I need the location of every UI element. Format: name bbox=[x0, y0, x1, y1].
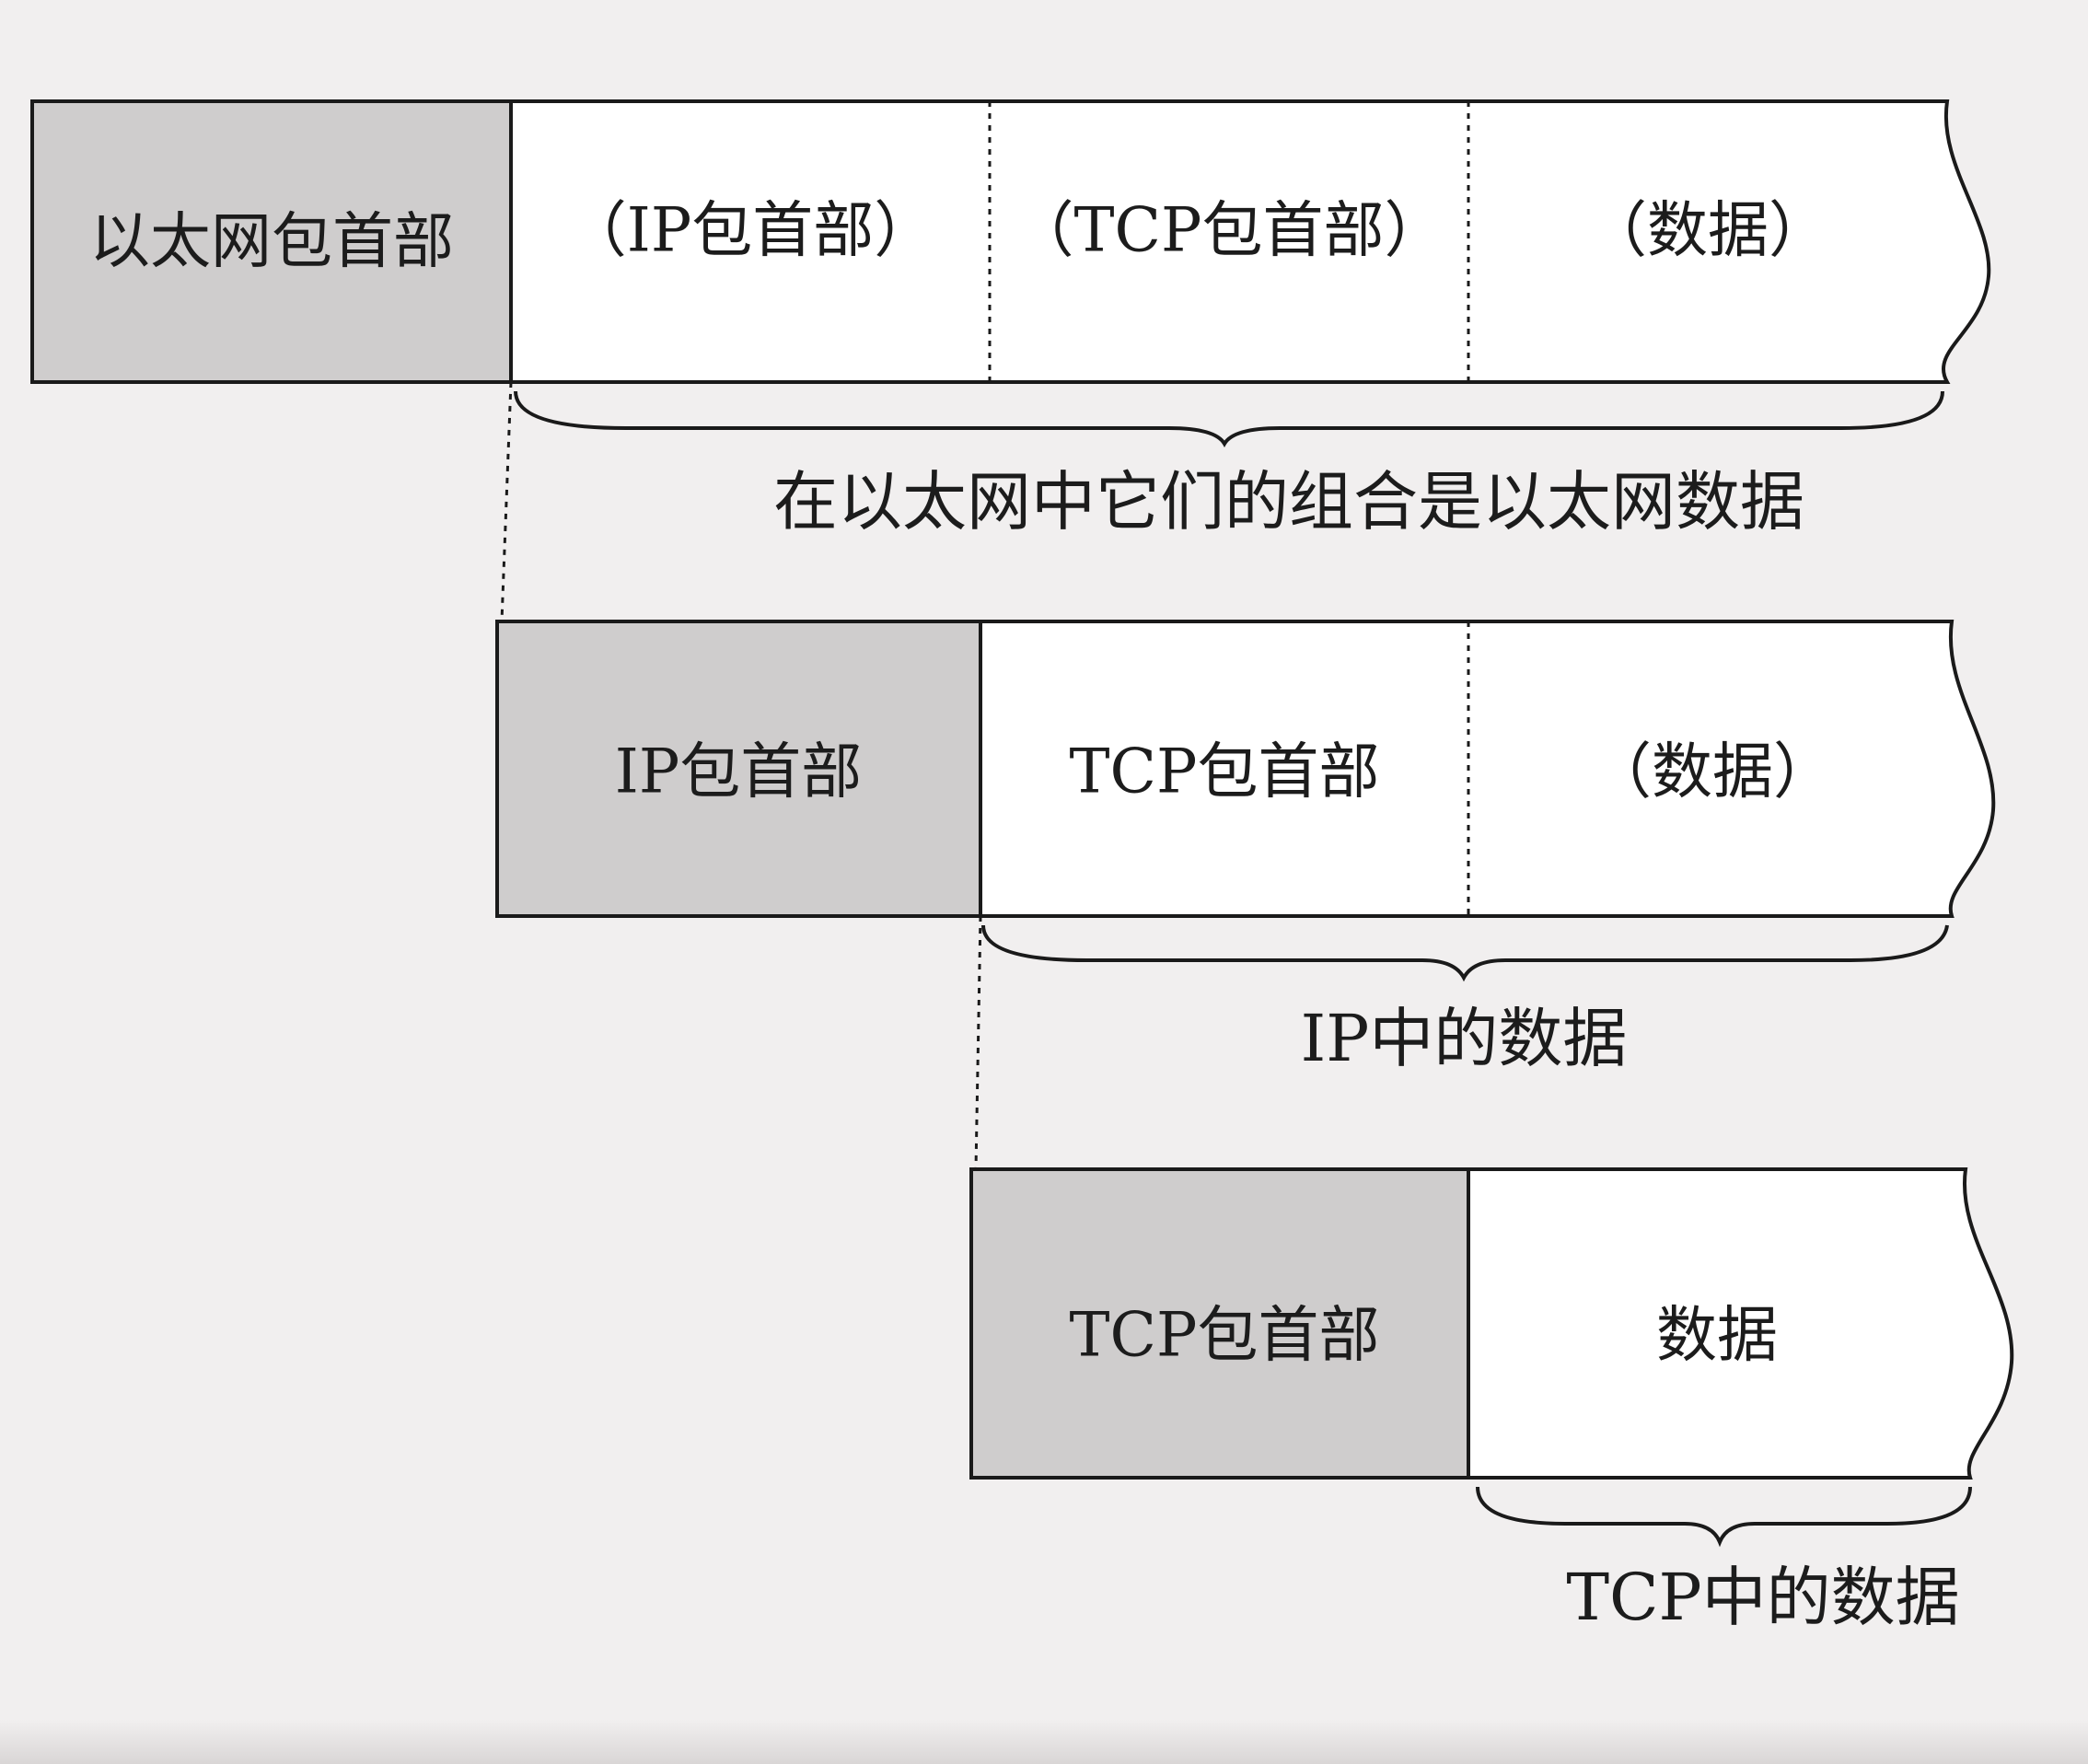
tcp-data-caption: TCP中的数据 bbox=[1566, 1560, 1959, 1635]
dashed-connector bbox=[974, 915, 982, 1170]
ip-header-cell bbox=[495, 620, 982, 918]
dashed-connector bbox=[500, 381, 513, 622]
ip-data-brace bbox=[981, 924, 1949, 982]
tcp-header-label: TCP包首部 bbox=[1070, 737, 1380, 807]
ethernet-frame-row: 以太网包首部 （IP包首部） （TCP包首部） （数据） 在以太网中它们的组合是… bbox=[30, 99, 1991, 540]
data-bracketed-label: （数据） bbox=[1591, 737, 1834, 807]
page-edge-shadow bbox=[0, 1720, 2088, 1764]
ethernet-data-caption: 在以太网中它们的组合是以太网数据 bbox=[773, 464, 1804, 540]
tcp-header-cell bbox=[969, 1167, 1470, 1480]
tcp-payload-box bbox=[1467, 1167, 2014, 1480]
tcp-header-label: TCP包首部 bbox=[1070, 1300, 1380, 1371]
ethernet-payload-box bbox=[509, 99, 1991, 384]
tcp-header-bracketed-label: （TCP包首部） bbox=[1014, 195, 1445, 266]
ip-header-bracketed-label: （IP包首部） bbox=[566, 195, 934, 266]
ip-payload-box bbox=[979, 620, 1996, 918]
ethernet-header-cell bbox=[30, 99, 513, 384]
ethernet-header-label: 以太网包首部 bbox=[89, 206, 454, 277]
data-bracketed-label: （数据） bbox=[1586, 195, 1829, 266]
ip-data-caption: IP中的数据 bbox=[1301, 1001, 1628, 1076]
tcp-segment-row: TCP包首部 数据 TCP中的数据 bbox=[969, 1167, 2014, 1635]
ip-packet-row: IP包首部 TCP包首部 （数据） IP中的数据 bbox=[495, 620, 1996, 1076]
ip-header-label: IP包首部 bbox=[615, 737, 862, 807]
data-label: 数据 bbox=[1656, 1300, 1778, 1371]
tcp-data-brace bbox=[1476, 1486, 1972, 1548]
ethernet-data-brace bbox=[514, 390, 1944, 447]
